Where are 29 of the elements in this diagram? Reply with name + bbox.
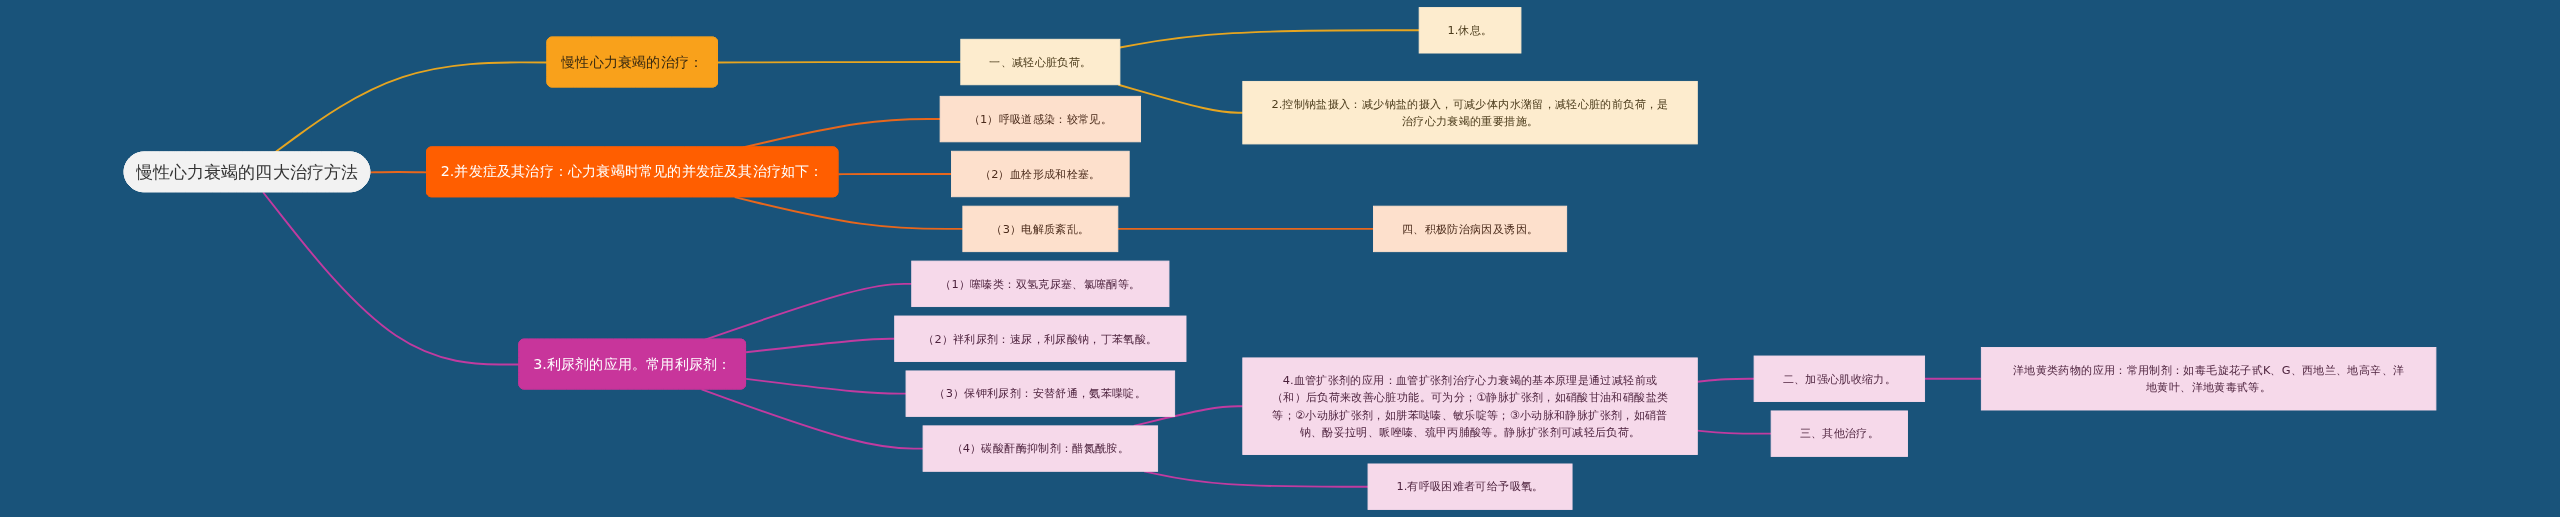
connector [1118,29,1421,49]
node-box: 1.休息。 [1418,7,1522,54]
node-box: 三、其他治疗。 [1770,410,1908,457]
node-box: 4.血管扩张剂的应用：血管扩张剂治疗心力衰竭的基本原理是通过减轻前或（和）后负荷来改善心脏功能。可为分；①静脉扩张剂，如硝酸甘油和硝酸盐类等；②小动脉扩张剂，如肼苯哒嗪、敏乐啶等；③小动脉和静脉扩张剂，如硝普钠、酚妥拉明、哌唑嗪、巯甲丙脯酸等。静脉扩张剂可减轻后负荷。 [1242,357,1698,455]
node-box: 一、减轻心脏负荷。 [960,38,1121,86]
connector [1923,377,1983,380]
node-box: 四、积极防治病因及诱因。 [1373,205,1568,253]
node-box: 1.有呼吸困难者可给予吸氧。 [1367,463,1573,510]
node-box: 2.控制钠盐摄入：减少钠盐的摄入，可减少体内水潴留，减轻心脏的前负荷，是治疗心力衰竭的重要措施。 [1242,80,1698,145]
node-box: （1）呼吸道感染：较常见。 [939,95,1141,143]
node-box: （2）袢利尿剂：速尿，利尿酸钠，丁苯氧酸。 [894,315,1187,362]
connector [1696,429,1773,435]
node-box: 二、加强心肌收缩力。 [1753,355,1926,402]
connector [733,196,964,230]
connector [704,282,913,341]
node-box: （4）碳酸酐酶抑制剂：醋氮酰胺。 [922,425,1159,472]
node-box: （1）噻嗪类：双氢克尿塞、氯噻酮等。 [911,260,1170,308]
node-box: 洋地黄类药物的应用：常用制剂：如毒毛旋花子甙K、G、西地兰、地高辛、洋地黄叶、洋地黄毒甙等。 [1980,347,2437,411]
connector [745,337,896,354]
connector [745,377,907,395]
node-box: （3）保钾利尿剂：安替舒通，氨苯喋啶。 [905,370,1176,417]
node-box: （2）血栓形成和栓塞。 [951,150,1130,198]
connector [1116,227,1375,230]
node-box: （3）电解质紊乱。 [962,205,1119,253]
connector [1117,83,1244,114]
connector [1696,377,1756,383]
connector [837,173,953,176]
connector [717,61,962,64]
connector [700,388,925,450]
